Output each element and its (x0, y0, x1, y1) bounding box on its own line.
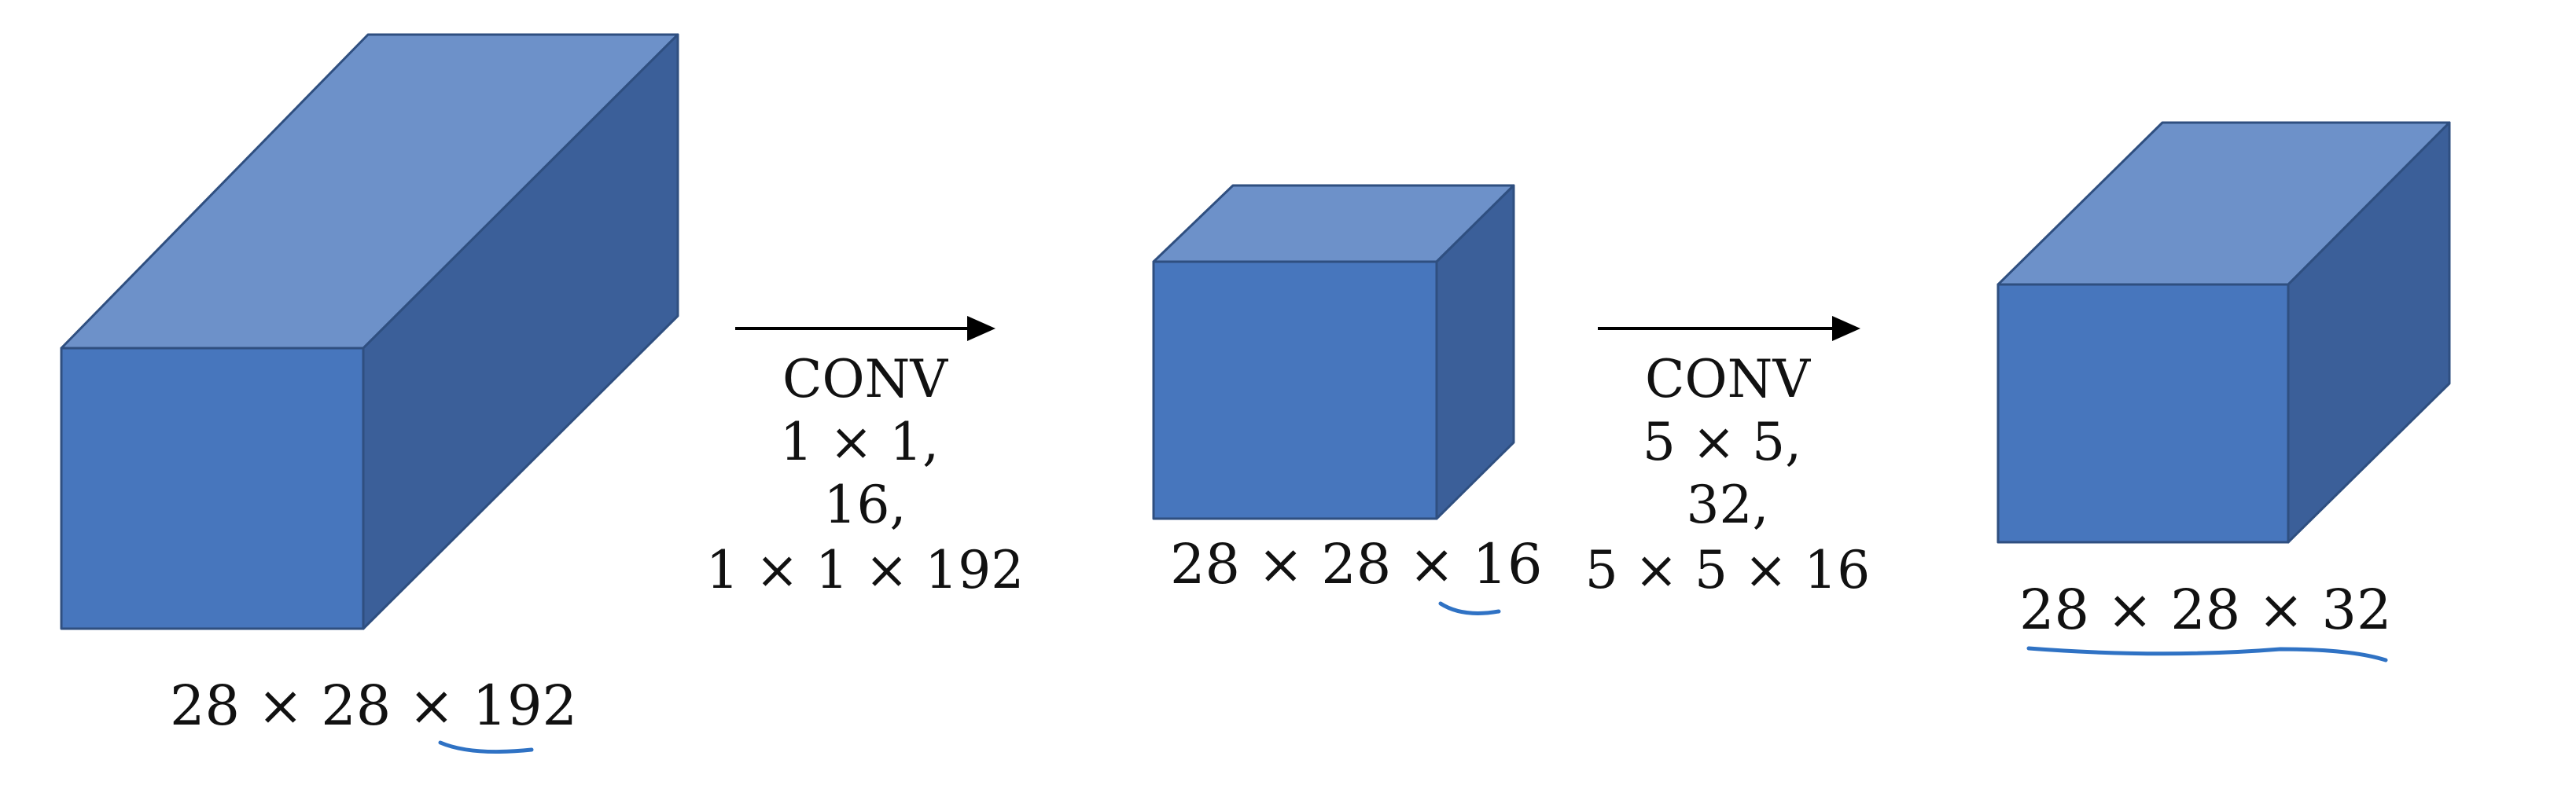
volume-output-underline (2026, 646, 2388, 662)
conv-2-label: CONV 5 × 5, 32, 5 × 5 × 16 (1585, 349, 1870, 600)
volume-input-front-face (60, 347, 365, 630)
conv-1-name: CONV (782, 349, 948, 409)
volume-input-label: 28 × 28 × 192 (170, 673, 577, 738)
conv-2-filter-shape: 5 × 5 × 16 (1585, 540, 1870, 600)
volume-middle-label: 28 × 28 × 16 (1170, 532, 1543, 596)
conv-1-filter-shape: 1 × 1 × 192 (706, 540, 1024, 600)
conv-2-filter-size: 5 × 5, (1643, 412, 1801, 472)
conv-1-filter-count: 16, (824, 475, 907, 535)
volume-middle-underline (1438, 601, 1501, 615)
volume-output-front-face (1996, 283, 2290, 544)
volume-middle (1152, 184, 1515, 520)
volume-input-underline (438, 740, 534, 754)
arrow-conv-2-head (1832, 316, 1860, 341)
volume-output (1996, 121, 2451, 544)
volume-input (60, 33, 679, 630)
conv-1-filter-size: 1 × 1, (780, 412, 939, 472)
conv-2-name: CONV (1645, 349, 1811, 409)
arrow-conv-1-head (967, 316, 995, 341)
arrow-conv-2 (1598, 316, 1860, 341)
volume-middle-front-face (1152, 260, 1438, 520)
conv-1-label: CONV 1 × 1, 16, 1 × 1 × 192 (706, 349, 1024, 600)
conv-2-filter-count: 32, (1687, 475, 1769, 535)
arrow-conv-1 (735, 316, 995, 341)
volume-output-label: 28 × 28 × 32 (2019, 578, 2392, 642)
